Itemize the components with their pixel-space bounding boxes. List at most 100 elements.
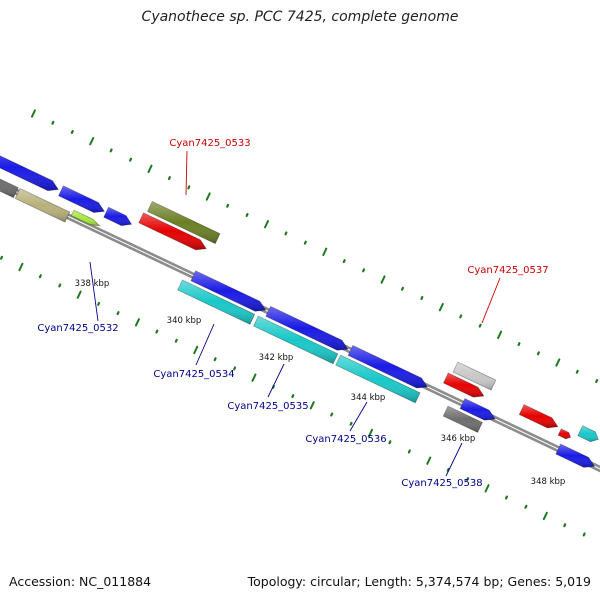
scale-label: 348 kbp	[531, 477, 566, 487]
gene-label: Cyan7425_0533	[169, 138, 250, 149]
gene-blue-c	[347, 344, 428, 389]
gene-label: Cyan7425_0534	[153, 369, 234, 380]
gene-left-lime	[70, 209, 101, 227]
scale-tick	[575, 369, 579, 374]
callout-line	[481, 277, 501, 324]
gene-shading	[577, 425, 599, 442]
scale-tick	[582, 532, 586, 537]
scale-tick	[322, 247, 328, 257]
scale-tick	[18, 262, 24, 272]
callout-line	[445, 442, 463, 477]
scale-tick	[213, 357, 217, 362]
gene-shading	[58, 185, 105, 213]
gene-0538	[442, 405, 483, 433]
gene-0534	[177, 279, 256, 325]
scale-tick	[536, 351, 540, 356]
gene-0533	[138, 212, 207, 251]
scale-tick	[264, 220, 270, 229]
scale-tick	[446, 467, 450, 472]
gene-shading	[558, 428, 571, 439]
gene-shading	[147, 201, 220, 244]
scale-tick	[362, 268, 366, 273]
gene-red-r2	[518, 404, 559, 429]
gene-shading	[15, 188, 70, 223]
scale-tick	[251, 373, 257, 382]
scale-tick	[438, 303, 444, 312]
scale-tick	[303, 240, 307, 245]
gene-shading	[0, 179, 19, 198]
scale-tick	[193, 345, 199, 355]
scale-tick	[459, 314, 463, 319]
scale-tick	[595, 378, 599, 383]
scale-tick	[497, 330, 503, 340]
gene-0537	[452, 361, 497, 391]
scale-tick	[309, 401, 315, 410]
gene-0535	[253, 315, 339, 365]
gene-red-r3	[557, 428, 572, 440]
scale-tick	[330, 412, 334, 417]
gene-shading	[443, 373, 484, 398]
scale-tick	[233, 366, 237, 371]
scale-tick	[147, 164, 153, 174]
scale-tick	[542, 511, 548, 521]
scale-tick	[89, 137, 95, 146]
scale-tick	[407, 449, 411, 454]
scale-tick	[368, 428, 374, 438]
scale-tick	[388, 440, 392, 445]
scale-tick	[245, 212, 249, 217]
scale-tick	[109, 148, 113, 153]
scale-tick	[38, 274, 42, 279]
gene-shading	[265, 306, 348, 351]
gene-left-blue-1	[0, 155, 59, 192]
gene-shading	[555, 444, 595, 468]
scale-tick	[504, 495, 508, 500]
gene-label: Cyan7425_0536	[305, 434, 386, 445]
gene-shading	[335, 355, 421, 403]
scale-tick	[420, 295, 424, 300]
callout-line	[185, 150, 188, 196]
scale-tick	[58, 283, 62, 288]
scale-tick	[187, 185, 191, 190]
gene-shading	[177, 280, 255, 325]
scale-tick	[0, 255, 4, 260]
gene-0532	[14, 187, 71, 223]
scale-label: 342 kbp	[259, 353, 294, 363]
gene-shading	[253, 316, 338, 364]
scale-label: 340 kbp	[167, 316, 202, 326]
scale-tick	[524, 504, 528, 509]
gene-shading	[138, 212, 207, 250]
scale-tick	[342, 259, 346, 264]
gene-shading	[103, 207, 132, 226]
scale-tick	[484, 484, 490, 493]
scale-tick	[134, 318, 140, 327]
accession-text: Accession: NC_011884	[9, 574, 152, 589]
scale-tick	[205, 192, 211, 201]
gene-blue-a	[190, 270, 267, 312]
scale-tick	[478, 323, 482, 328]
scale-tick	[400, 286, 404, 291]
callout-line	[195, 323, 215, 366]
scale-tick	[97, 301, 101, 306]
gene-blue-b	[265, 305, 349, 351]
callout-line	[349, 401, 368, 432]
scale-tick	[466, 477, 470, 482]
scale-tick	[563, 523, 567, 528]
scale-tick	[291, 394, 295, 399]
gene-cyan-r	[577, 425, 599, 443]
scale-label: 338 kbp	[75, 279, 110, 289]
scale-tick	[380, 275, 386, 284]
page-title: Cyanothece sp. PCC 7425, complete genome	[141, 9, 459, 25]
scale-tick	[426, 456, 432, 465]
gene-label: Cyan7425_0537	[467, 265, 548, 276]
scale-tick	[167, 176, 171, 181]
gene-label: Cyan7425_0538	[401, 478, 482, 489]
gene-shading	[71, 210, 100, 226]
scale-tick	[226, 203, 230, 208]
scale-tick	[129, 157, 133, 162]
scale-tick	[155, 329, 159, 334]
gene-blue-r1	[459, 398, 496, 421]
gene-shading	[519, 404, 558, 428]
scale-tick	[30, 109, 36, 118]
